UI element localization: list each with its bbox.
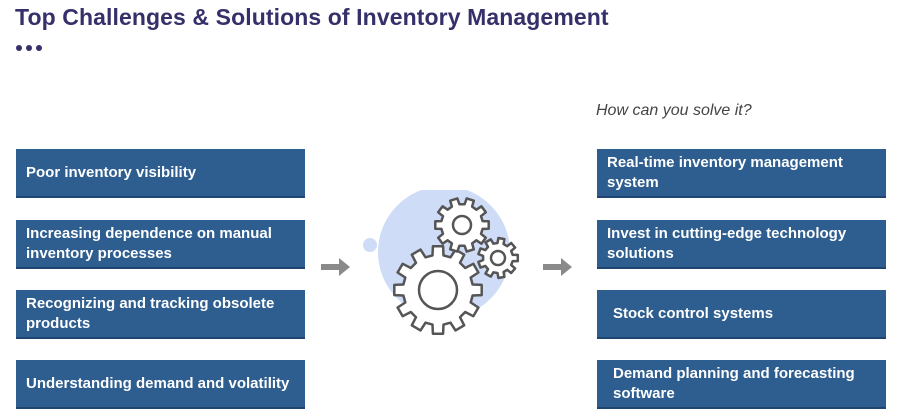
solution-box: Stock control systems [597,290,886,339]
challenge-label: Understanding demand and volatility [26,374,290,392]
right-arrow-icon [543,258,572,276]
challenge-box: Poor inventory visibility [16,149,305,198]
solution-box: Demand planning and forecasting software [597,360,886,409]
medium-gear-icon [434,197,490,253]
dot [36,45,42,51]
small-gear-icon [477,236,520,280]
challenge-box: Recognizing and tracking obsolete produc… [16,290,305,339]
page-title: Top Challenges & Solutions of Inventory … [15,4,609,30]
challenge-label: Increasing dependence on manual inventor… [26,224,272,262]
solution-label: Invest in cutting-edge technology soluti… [607,224,847,262]
ellipsis-dots [16,45,42,51]
solutions-heading: How can you solve it? [596,102,752,119]
challenge-box: Increasing dependence on manual inventor… [16,220,305,269]
solution-label: Stock control systems [613,304,774,322]
solution-box: Invest in cutting-edge technology soluti… [597,220,886,269]
solution-label: Real-time inventory management system [607,153,843,191]
challenge-box: Understanding demand and volatility [16,360,305,409]
dot [26,45,32,51]
bubble [363,238,377,252]
challenge-label: Recognizing and tracking obsolete produc… [26,294,275,332]
solution-box: Real-time inventory management system [597,149,886,198]
gears-icon [363,190,520,335]
right-arrow-icon [321,258,350,276]
challenge-label: Poor inventory visibility [26,163,197,181]
solution-label: Demand planning and forecasting software [613,364,855,402]
dot [16,45,22,51]
